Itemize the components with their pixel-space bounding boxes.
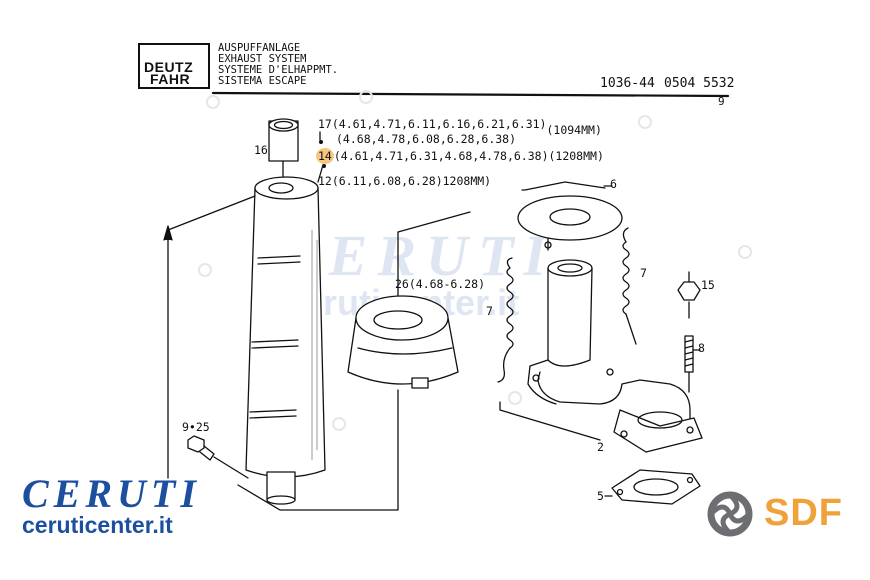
manifold-pipe bbox=[499, 237, 703, 453]
sdf-logo: SDF bbox=[764, 492, 843, 534]
muffler-body bbox=[245, 176, 326, 505]
part-code: 0504 5532 bbox=[664, 76, 735, 91]
part-15-nut bbox=[677, 271, 701, 319]
callout-16: 16 bbox=[254, 143, 268, 157]
callout-14-number: 14 bbox=[316, 148, 334, 164]
callout-17-variants: (4.68,4.78,6.08,6.28,6.38) bbox=[336, 132, 517, 146]
spring-right bbox=[622, 227, 637, 345]
part-26-bell bbox=[347, 211, 471, 389]
page-number: 9 bbox=[718, 95, 725, 108]
watermark-ceruti: CERUTI bbox=[280, 223, 556, 288]
callout-26: 26(4.68-6.28) bbox=[395, 277, 486, 291]
callout-17-text: 17(4.61,4.71,6.11,6.16,6.21,6.31) bbox=[318, 117, 547, 131]
callout-5: 5 bbox=[597, 489, 604, 503]
ceruti-url: ceruticenter.it bbox=[22, 512, 173, 538]
dimension-line bbox=[163, 195, 256, 479]
title-line-fr: SYSTEME D'ELHAPPMT. bbox=[218, 64, 339, 76]
callout-17-length: (1094MM) bbox=[546, 123, 602, 137]
group-code: 1036-44 bbox=[600, 76, 655, 91]
part-5-gasket bbox=[604, 469, 701, 505]
callout-6: 6 bbox=[610, 177, 617, 191]
deutz-fahr-logo: DEUTZ FAHR bbox=[138, 43, 210, 89]
brand-line-1: DEUTZ bbox=[144, 59, 194, 75]
header-rule bbox=[211, 91, 730, 98]
callout-9: 9•25 bbox=[182, 420, 210, 434]
title-line-de: AUSPUFFANLAGE bbox=[218, 42, 301, 54]
callout-17: 17(4.61,4.71,6.11,6.16,6.21,6.31)(1094MM… bbox=[318, 117, 602, 137]
title-line-en: EXHAUST SYSTEM bbox=[218, 53, 307, 65]
callout-15: 15 bbox=[701, 278, 715, 292]
callout-7-left: 7 bbox=[486, 304, 493, 318]
callout-2: 2 bbox=[597, 440, 604, 454]
ceruti-logo: CERUTI bbox=[22, 471, 201, 516]
part-8-stud bbox=[684, 335, 701, 393]
callout-8: 8 bbox=[698, 341, 705, 355]
part-16-cap bbox=[268, 118, 299, 179]
callout-14: 14(4.61,4.71,6.31,4.68,4.78,6.38)(1208MM… bbox=[316, 148, 604, 164]
part-6-flange bbox=[517, 181, 623, 241]
callout-14-text: (4.61,4.71,6.31,4.68,4.78,6.38)(1208MM) bbox=[333, 149, 604, 163]
title-line-it: SISTEMA ESCAPE bbox=[218, 75, 307, 87]
callout-7-right: 7 bbox=[640, 266, 647, 280]
brand-line-2: FAHR bbox=[150, 71, 191, 87]
callout-12: 12(6.11,6.08,6.28)1208MM) bbox=[318, 174, 492, 188]
sdf-symbol-icon bbox=[707, 491, 753, 537]
part-9-bolt bbox=[187, 435, 249, 479]
spring-left bbox=[497, 257, 514, 383]
